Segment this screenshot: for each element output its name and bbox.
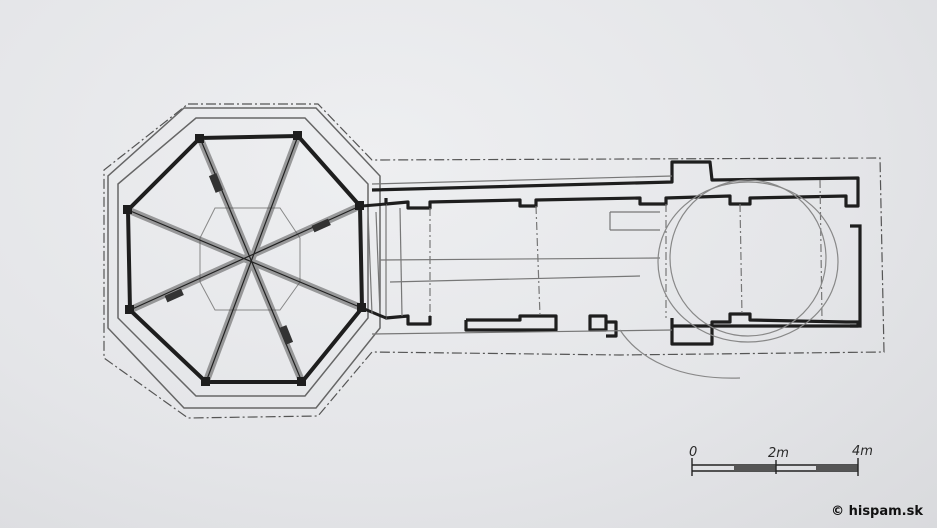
scale-label-2m: 2m bbox=[768, 446, 789, 461]
tower-posts bbox=[123, 131, 366, 386]
beam-blocks bbox=[164, 173, 331, 345]
site-outline bbox=[103, 103, 885, 419]
scale-label-0: 0 bbox=[689, 445, 697, 460]
scale-label-4m: 4m bbox=[852, 444, 873, 459]
apse-wall bbox=[850, 224, 862, 328]
tower-nave-joint bbox=[361, 202, 387, 320]
tower-inner-ring bbox=[199, 207, 301, 311]
nave-axis-lines bbox=[429, 179, 823, 321]
tower-outer-wall bbox=[107, 107, 381, 409]
scale-bar: 0 2m 4m bbox=[689, 444, 873, 476]
watermark: © hispam.sk bbox=[831, 504, 923, 519]
apse-vault-circles bbox=[619, 179, 839, 379]
nave-construction-lines bbox=[371, 175, 673, 335]
nave-wall bbox=[371, 160, 860, 346]
tower-nave-joint-pencil bbox=[367, 211, 381, 315]
